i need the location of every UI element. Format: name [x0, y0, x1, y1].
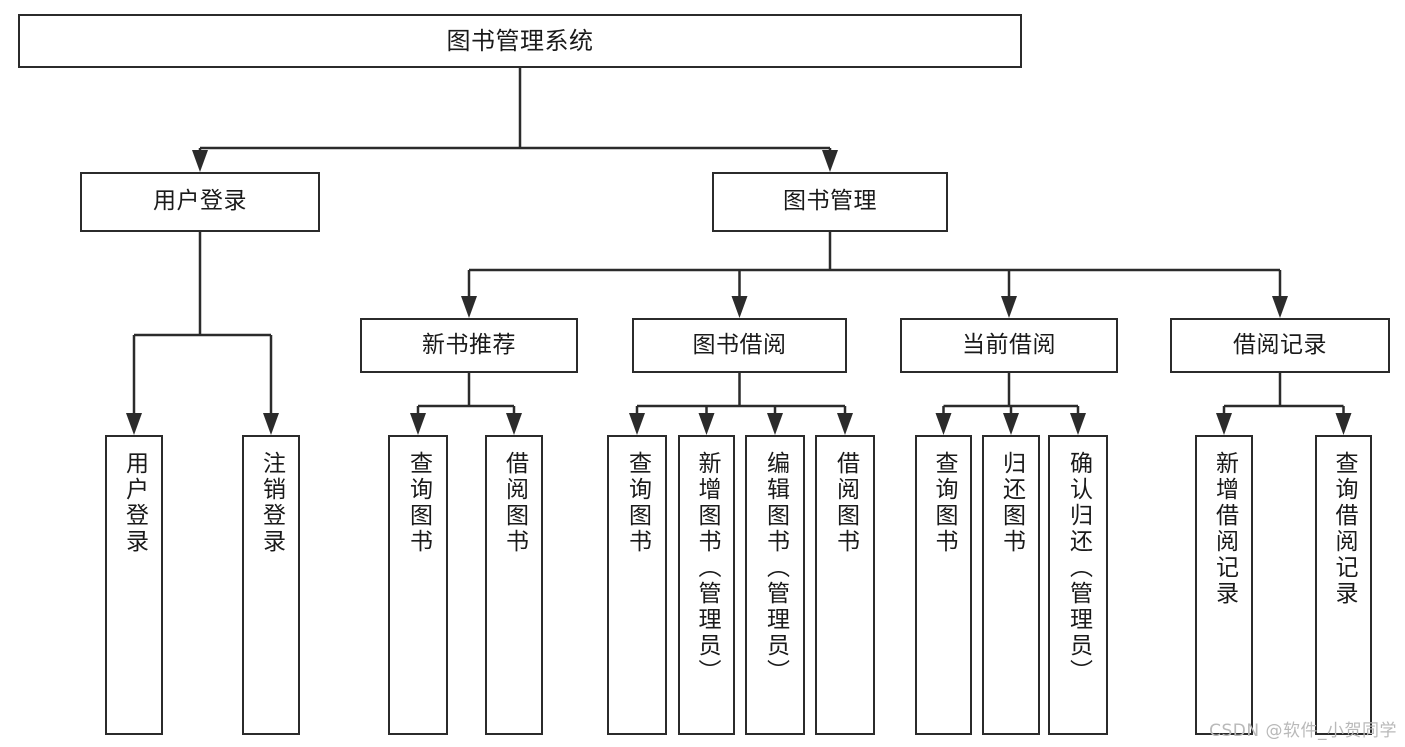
node-b1[interactable]: 查询图书: [607, 435, 667, 735]
arrow-head-icon: [410, 413, 426, 435]
node-b2[interactable]: 新增图书（管理员）: [678, 435, 735, 735]
node-label-records: 借阅记录: [1233, 331, 1327, 358]
node-label-b3: 编辑图书（管理员）: [762, 451, 789, 685]
arrow-head-icon: [698, 413, 715, 435]
node-label-current: 当前借阅: [962, 331, 1056, 358]
arrow-head-icon: [629, 413, 645, 435]
node-b3[interactable]: 编辑图书（管理员）: [745, 435, 805, 735]
node-borrow[interactable]: 图书借阅: [632, 318, 847, 373]
node-login[interactable]: 用户登录: [80, 172, 320, 232]
node-label-root: 图书管理系统: [446, 26, 594, 55]
node-records[interactable]: 借阅记录: [1170, 318, 1390, 373]
node-label-c2: 归还图书: [998, 451, 1025, 555]
node-b4[interactable]: 借阅图书: [815, 435, 875, 735]
node-newrec[interactable]: 新书推荐: [360, 318, 578, 373]
node-l2[interactable]: 注销登录: [242, 435, 300, 735]
node-label-newrec: 新书推荐: [422, 331, 516, 358]
arrow-head-icon: [1272, 296, 1288, 318]
node-c1[interactable]: 查询图书: [915, 435, 972, 735]
node-label-borrow: 图书借阅: [692, 331, 787, 358]
arrow-head-icon: [822, 150, 838, 172]
node-label-n2: 借阅图书: [501, 451, 528, 555]
node-label-b4: 借阅图书: [832, 451, 859, 555]
node-n1[interactable]: 查询图书: [388, 435, 448, 735]
arrow-head-icon: [1335, 413, 1352, 435]
node-label-b1: 查询图书: [624, 451, 651, 555]
node-label-l1: 用户登录: [121, 451, 148, 555]
arrow-head-icon: [1070, 413, 1086, 435]
node-bookmgmt[interactable]: 图书管理: [712, 172, 948, 232]
node-root[interactable]: 图书管理系统: [18, 14, 1022, 68]
node-label-b2: 新增图书（管理员）: [694, 451, 720, 685]
node-current[interactable]: 当前借阅: [900, 318, 1118, 373]
node-n2[interactable]: 借阅图书: [485, 435, 543, 735]
arrow-head-icon: [126, 413, 142, 435]
node-r1[interactable]: 新增借阅记录: [1195, 435, 1253, 735]
node-r2[interactable]: 查询借阅记录: [1315, 435, 1372, 735]
node-label-login: 用户登录: [153, 188, 247, 215]
node-label-c3: 确认归还（管理员）: [1065, 451, 1092, 685]
node-label-bookmgmt: 图书管理: [783, 188, 877, 215]
node-label-r1: 新增借阅记录: [1211, 451, 1238, 607]
node-c2[interactable]: 归还图书: [982, 435, 1040, 735]
arrow-head-icon: [837, 413, 853, 435]
arrow-head-icon: [935, 413, 952, 435]
arrow-head-icon: [767, 413, 783, 435]
node-l1[interactable]: 用户登录: [105, 435, 163, 735]
arrow-head-icon: [1001, 296, 1017, 318]
node-c3[interactable]: 确认归还（管理员）: [1048, 435, 1108, 735]
arrow-head-icon: [263, 413, 279, 435]
arrow-head-icon: [1003, 413, 1019, 435]
node-label-c1: 查询图书: [931, 451, 957, 555]
arrow-head-icon: [731, 296, 748, 318]
node-label-l2: 注销登录: [258, 451, 285, 555]
arrow-head-icon: [1216, 413, 1232, 435]
arrow-head-icon: [192, 150, 208, 172]
node-label-n1: 查询图书: [405, 451, 432, 555]
arrow-head-icon: [506, 413, 522, 435]
arrow-head-icon: [461, 296, 477, 318]
node-label-r2: 查询借阅记录: [1331, 451, 1357, 607]
